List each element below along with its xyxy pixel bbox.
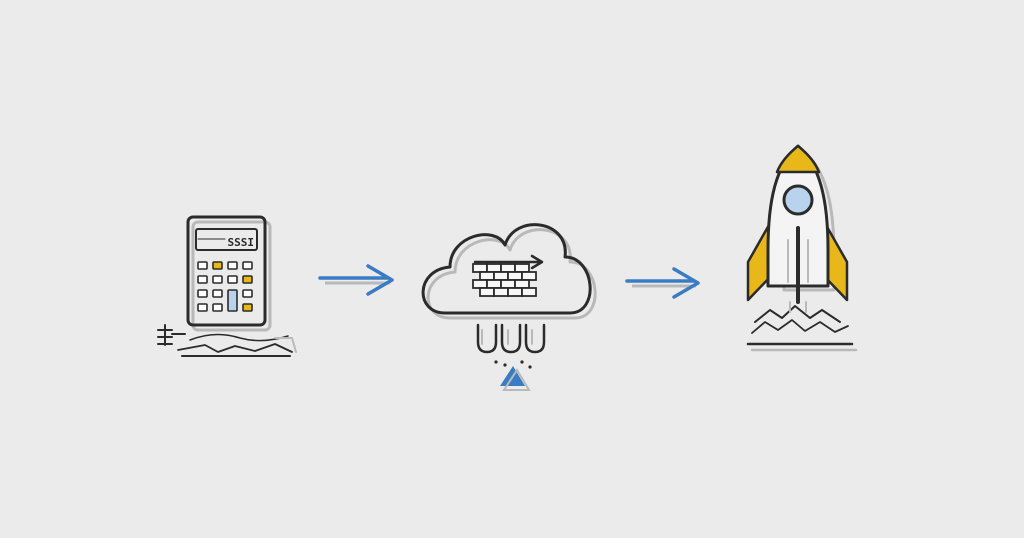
calculator-display-text: SSSI bbox=[228, 236, 255, 249]
launch-smoke bbox=[746, 301, 858, 352]
cloud-firewall-icon bbox=[421, 223, 597, 391]
calculator-keypad bbox=[197, 261, 253, 312]
rocket-window bbox=[782, 184, 814, 216]
rocket-launch-icon bbox=[746, 144, 858, 352]
flow-arrow-1 bbox=[318, 264, 394, 296]
cloud-connectors bbox=[476, 323, 546, 369]
firewall-bricks bbox=[472, 263, 537, 297]
calculator-icon: SSSI bbox=[157, 215, 297, 357]
flow-arrow-2 bbox=[625, 267, 700, 299]
